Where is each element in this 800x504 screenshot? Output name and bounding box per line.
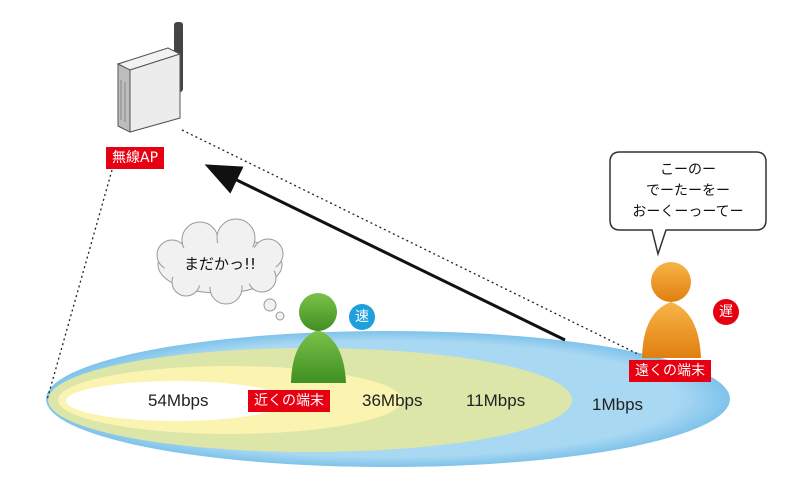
- speech-line-2: でーたーをー: [646, 183, 730, 199]
- coverage-line-right: [181, 129, 641, 356]
- fast-badge: 速: [349, 304, 375, 330]
- speech-line-3: おーくーっーてー: [632, 204, 744, 220]
- slow-badge: 遅: [713, 299, 739, 325]
- speech-line-1: こーのー: [660, 162, 716, 178]
- rate-label-36mbps: 36Mbps: [362, 391, 423, 410]
- ap-label: 無線AP: [106, 147, 165, 169]
- speech-bubble: [609, 151, 767, 257]
- zone-54mbps: [66, 381, 286, 421]
- thought-text: まだかっ!!: [184, 255, 257, 273]
- near-terminal-person-icon: [291, 293, 346, 383]
- wireless-ap-icon: [116, 22, 183, 133]
- rate-label-1mbps: 1Mbps: [592, 395, 644, 414]
- far-terminal-label: 遠くの端末: [629, 360, 711, 382]
- near-terminal-label: 近くの端末: [248, 390, 330, 412]
- rate-label-11mbps: 11Mbps: [466, 391, 526, 410]
- transmission-arrow: [204, 164, 566, 342]
- far-terminal-person-icon: [642, 262, 701, 358]
- rate-label-54mbps: 54Mbps: [148, 391, 209, 410]
